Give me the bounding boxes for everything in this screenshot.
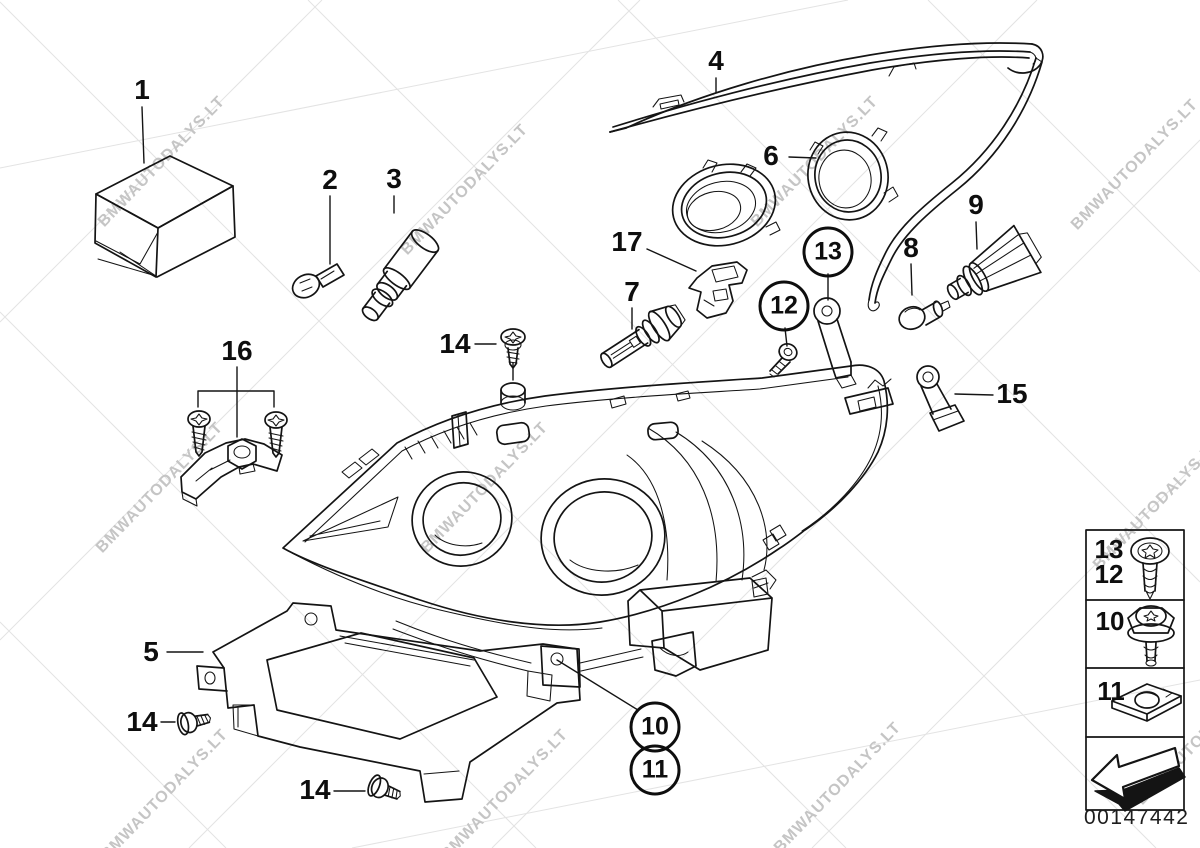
part-4-seal-wire	[867, 57, 1043, 312]
part-12-screw	[769, 342, 798, 378]
callout-12-circled[interactable]: 12	[758, 280, 810, 332]
part-6-trim-rings	[671, 127, 899, 247]
callout-7[interactable]: 7	[624, 276, 640, 307]
part-14-screw-bottom	[367, 774, 401, 800]
part-5-support-frame	[196, 602, 644, 803]
callout-15[interactable]: 15	[996, 378, 1028, 409]
callout-14-left[interactable]: 14	[126, 706, 158, 737]
diagram-code: 00147442	[1084, 806, 1190, 829]
part-13-bracket	[813, 297, 857, 389]
headlight-assembly	[282, 364, 894, 677]
part-17-bulb-holder	[688, 261, 748, 319]
legend-label-11: 11	[1097, 676, 1125, 706]
flanged-nut-icon	[1127, 605, 1175, 667]
part-3-bulb-socket	[361, 229, 440, 322]
callout-4[interactable]: 4	[708, 45, 724, 76]
screw-icon	[1130, 537, 1170, 600]
legend-box	[1085, 529, 1186, 812]
legend-label-10: 10	[1095, 606, 1125, 636]
part-9-bulb-socket	[946, 224, 1042, 301]
legend-label-13: 13	[1094, 534, 1124, 564]
callout-2[interactable]: 2	[322, 164, 338, 195]
callout-14-top[interactable]: 14	[439, 328, 471, 359]
part-8-bulb	[898, 300, 951, 331]
callout-10-circled[interactable]: 10	[629, 701, 681, 753]
leader-lines	[141, 77, 994, 792]
part-1-repair-kit-box	[94, 155, 236, 278]
part-14-screw-top	[500, 328, 526, 369]
callout-11-circled[interactable]: 11	[629, 744, 681, 796]
legend-label-12: 12	[1094, 559, 1124, 589]
part-7-halogen-bulb	[600, 304, 686, 369]
callout-17[interactable]: 17	[611, 226, 643, 257]
direction-arrow-icon	[1090, 746, 1186, 812]
callout-6[interactable]: 6	[763, 140, 779, 171]
callout-13-circled[interactable]: 13	[802, 226, 854, 278]
callout-16[interactable]: 16	[221, 335, 253, 366]
part-2-bulb	[291, 263, 345, 299]
callout-9[interactable]: 9	[968, 189, 984, 220]
callout-8[interactable]: 8	[903, 232, 919, 263]
callout-3[interactable]: 3	[386, 163, 402, 194]
part-15-bracket	[916, 365, 965, 432]
part-16-bracket-and-screws	[180, 410, 288, 507]
speed-clip-icon	[1111, 683, 1182, 722]
callout-5[interactable]: 5	[143, 636, 159, 667]
part-4-trim-strip	[609, 42, 1044, 133]
callout-1[interactable]: 1	[134, 74, 150, 105]
callout-14-bottom[interactable]: 14	[299, 774, 331, 805]
part-14-screw-left	[176, 711, 212, 736]
